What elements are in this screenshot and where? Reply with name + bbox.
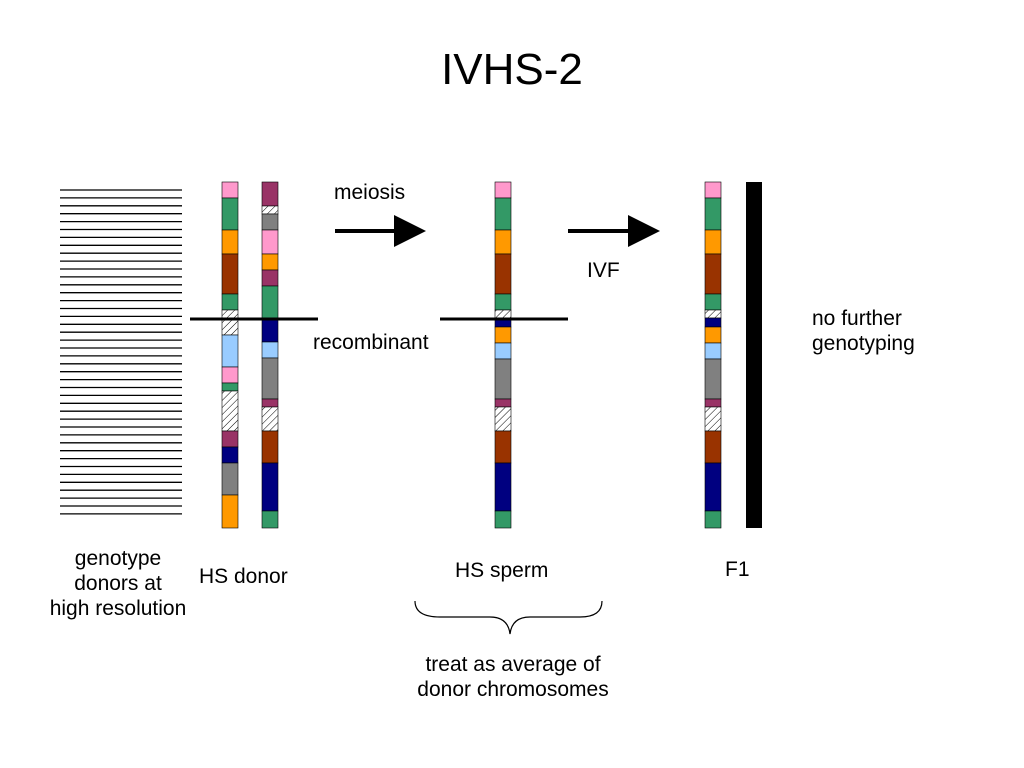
no-further-line-1: no further (812, 307, 902, 330)
chromosome-segment (494, 326, 512, 344)
chromosome-segment (221, 462, 239, 496)
f1-chromosome (704, 181, 722, 529)
chromosome-segment (261, 253, 279, 271)
chromosome-segment (221, 253, 239, 295)
chromosome-segment (221, 494, 239, 529)
genotype-donors-line-1: genotype (74, 547, 162, 570)
chromosome-segment (221, 197, 239, 231)
chromosome-segment (494, 229, 512, 255)
chromosome-segment (704, 358, 722, 400)
chromosome-segment (261, 205, 279, 215)
chromosome-segment (261, 406, 279, 432)
chromosome-segment (494, 197, 512, 231)
hs-donor-label: HS donor (199, 565, 288, 588)
chromosome-segment (704, 317, 722, 328)
f1-label: F1 (725, 558, 750, 581)
f1-untyped-chromosome (746, 182, 762, 528)
chromosome-segment (261, 317, 279, 343)
chromosome-segment (704, 253, 722, 295)
hs-donor-chromosome-a (221, 181, 239, 529)
chromosome-segment (494, 398, 512, 408)
hs-sperm-chromosome (494, 181, 512, 529)
genotype-donors-label: genotype donors at high resolution (28, 546, 208, 622)
chromosome-segment (494, 510, 512, 529)
chromosome-segment (221, 390, 239, 432)
chromosome-segment (704, 342, 722, 360)
no-further-genotyping-label: no further genotyping (812, 306, 915, 356)
chromosome-segment (261, 341, 279, 359)
chromosome-segment (221, 430, 239, 448)
chromosome-segment (494, 430, 512, 464)
chromosome-segment (261, 430, 279, 464)
chromosome-segment (704, 398, 722, 408)
hs-sperm-label: HS sperm (455, 559, 549, 582)
chromosome-segment (494, 342, 512, 360)
meiosis-label: meiosis (334, 181, 406, 204)
hs-donor-chromosome-b (261, 181, 279, 529)
chromosome-segment (704, 326, 722, 344)
genotype-donors-line-3: high resolution (49, 597, 187, 621)
chromosome-segment (704, 430, 722, 464)
chromosome-segment (261, 213, 279, 231)
treat-as-average-label: treat as average of donor chromosomes (380, 652, 646, 702)
slide-title: IVHS-2 (441, 45, 583, 94)
genotype-resolution-lines (60, 189, 182, 515)
chromosome-segment (221, 446, 239, 464)
chromosome-segment (221, 309, 239, 319)
chromosome-segment (221, 181, 239, 199)
chromosome-segment (704, 229, 722, 255)
chromosome-segment (704, 462, 722, 512)
chromosome-segment (261, 462, 279, 512)
chromosome-segment (221, 382, 239, 392)
recombinant-label: recombinant (313, 331, 429, 354)
chromosome-segment (261, 229, 279, 255)
chromosome-segment (221, 334, 239, 368)
chromosome-segment (704, 293, 722, 311)
chromosome-segment (221, 317, 239, 336)
chromosome-segment (261, 181, 279, 207)
chromosome-segment (704, 406, 722, 432)
chromosome-segment (494, 293, 512, 311)
treat-as-line-2: donor chromosomes (417, 678, 609, 702)
ivf-label: IVF (587, 259, 620, 282)
chromosome-segment (494, 253, 512, 295)
chromosome-segment (494, 181, 512, 199)
genotype-donors-line-2: donors at (74, 572, 162, 596)
chromosome-segment (494, 358, 512, 400)
no-further-line-2: genotyping (812, 332, 915, 356)
treat-as-line-1: treat as average of (425, 653, 601, 676)
chromosome-segment (704, 309, 722, 319)
chromosome-segment (261, 357, 279, 400)
brace-icon (414, 600, 603, 635)
chromosome-segment (494, 309, 512, 319)
chromosome-segment (704, 181, 722, 199)
chromosome-segment (221, 293, 239, 311)
chromosome-segment (221, 229, 239, 255)
chromosome-segment (261, 398, 279, 408)
chromosome-segment (261, 269, 279, 287)
chromosome-segment (261, 285, 279, 319)
chromosome-segment (704, 510, 722, 529)
chromosome-segment (494, 462, 512, 512)
chromosome-segment (494, 406, 512, 432)
chromosome-segment (261, 510, 279, 529)
chromosome-segment (704, 197, 722, 231)
chromosome-segment (221, 366, 239, 384)
